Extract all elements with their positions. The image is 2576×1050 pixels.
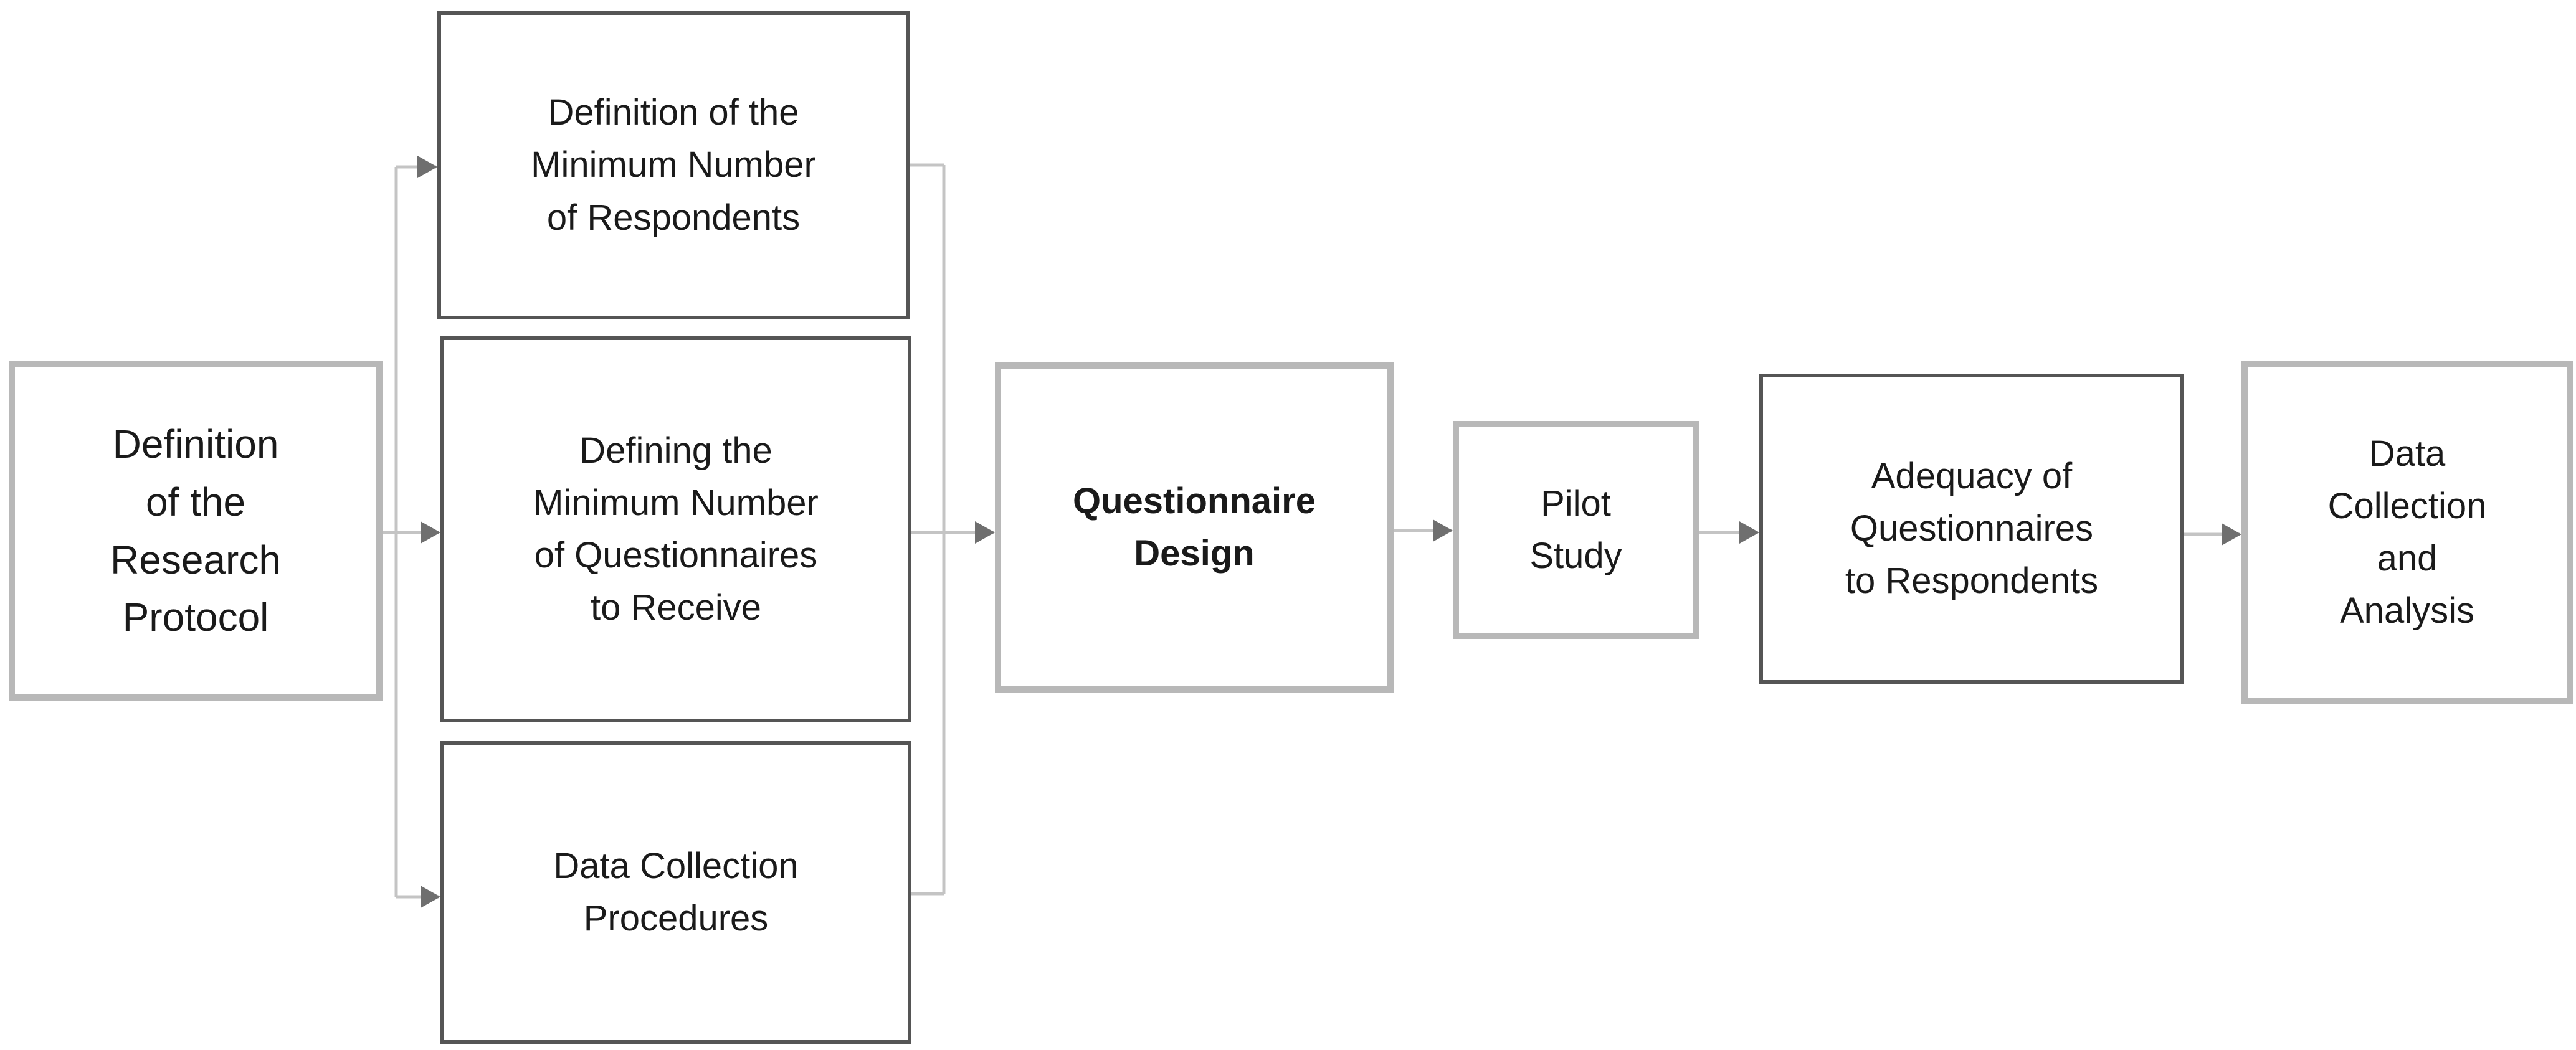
arrowhead-questionnaires bbox=[421, 521, 440, 544]
arrowhead-procedures bbox=[421, 886, 440, 908]
node-minimum-respondents-label: Definition of the Minimum Number of Resp… bbox=[531, 92, 816, 238]
node-minimum-respondents: Definition of the Minimum Number of Resp… bbox=[437, 11, 910, 319]
arrowhead-design bbox=[975, 521, 995, 544]
node-questionnaire-design-label: Questionnaire Design bbox=[1073, 480, 1316, 574]
arrowhead-respondents bbox=[417, 156, 437, 178]
node-data-collection-procedures-label: Data Collection Procedures bbox=[553, 845, 799, 939]
node-research-protocol: Definition of the Research Protocol bbox=[9, 361, 383, 701]
node-pilot-study: Pilot Study bbox=[1453, 421, 1699, 639]
arrowhead-analysis bbox=[2222, 523, 2241, 546]
node-minimum-questionnaires-label: Defining the Minimum Number of Questionn… bbox=[533, 430, 819, 628]
node-data-collection-analysis-label: Data Collection and Analysis bbox=[2327, 433, 2487, 631]
node-data-collection-procedures: Data Collection Procedures bbox=[440, 741, 911, 1044]
node-adequacy-to-respondents-label: Adequacy of Questionnaires to Respondent… bbox=[1845, 455, 2099, 602]
node-questionnaire-design: Questionnaire Design bbox=[995, 362, 1394, 693]
node-data-collection-analysis: Data Collection and Analysis bbox=[2241, 361, 2573, 704]
arrowhead-adequacy bbox=[1739, 521, 1759, 544]
node-pilot-study-label: Pilot Study bbox=[1529, 483, 1622, 576]
node-adequacy-to-respondents: Adequacy of Questionnaires to Respondent… bbox=[1759, 374, 2184, 684]
arrowhead-pilot bbox=[1433, 519, 1453, 542]
node-minimum-questionnaires: Defining the Minimum Number of Questionn… bbox=[440, 336, 911, 722]
node-research-protocol-label: Definition of the Research Protocol bbox=[110, 421, 281, 640]
